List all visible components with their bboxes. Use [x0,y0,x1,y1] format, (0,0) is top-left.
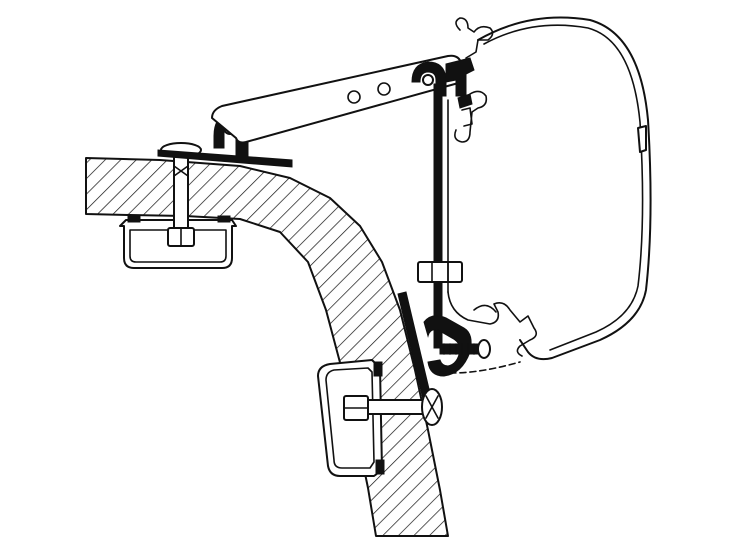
nut-icon [167,227,195,247]
vehicle-wall-section-icon [85,157,449,537]
awning-housing-icon [439,16,652,374]
side-bracket-plate-icon [397,291,472,413]
vertical-adapter-rail-icon [411,57,475,349]
nut-icon [417,261,463,283]
mounting-arm-icon [211,54,463,144]
nut-icon [343,395,369,421]
bolt-icon [365,388,443,426]
bolt-icon [439,339,491,359]
